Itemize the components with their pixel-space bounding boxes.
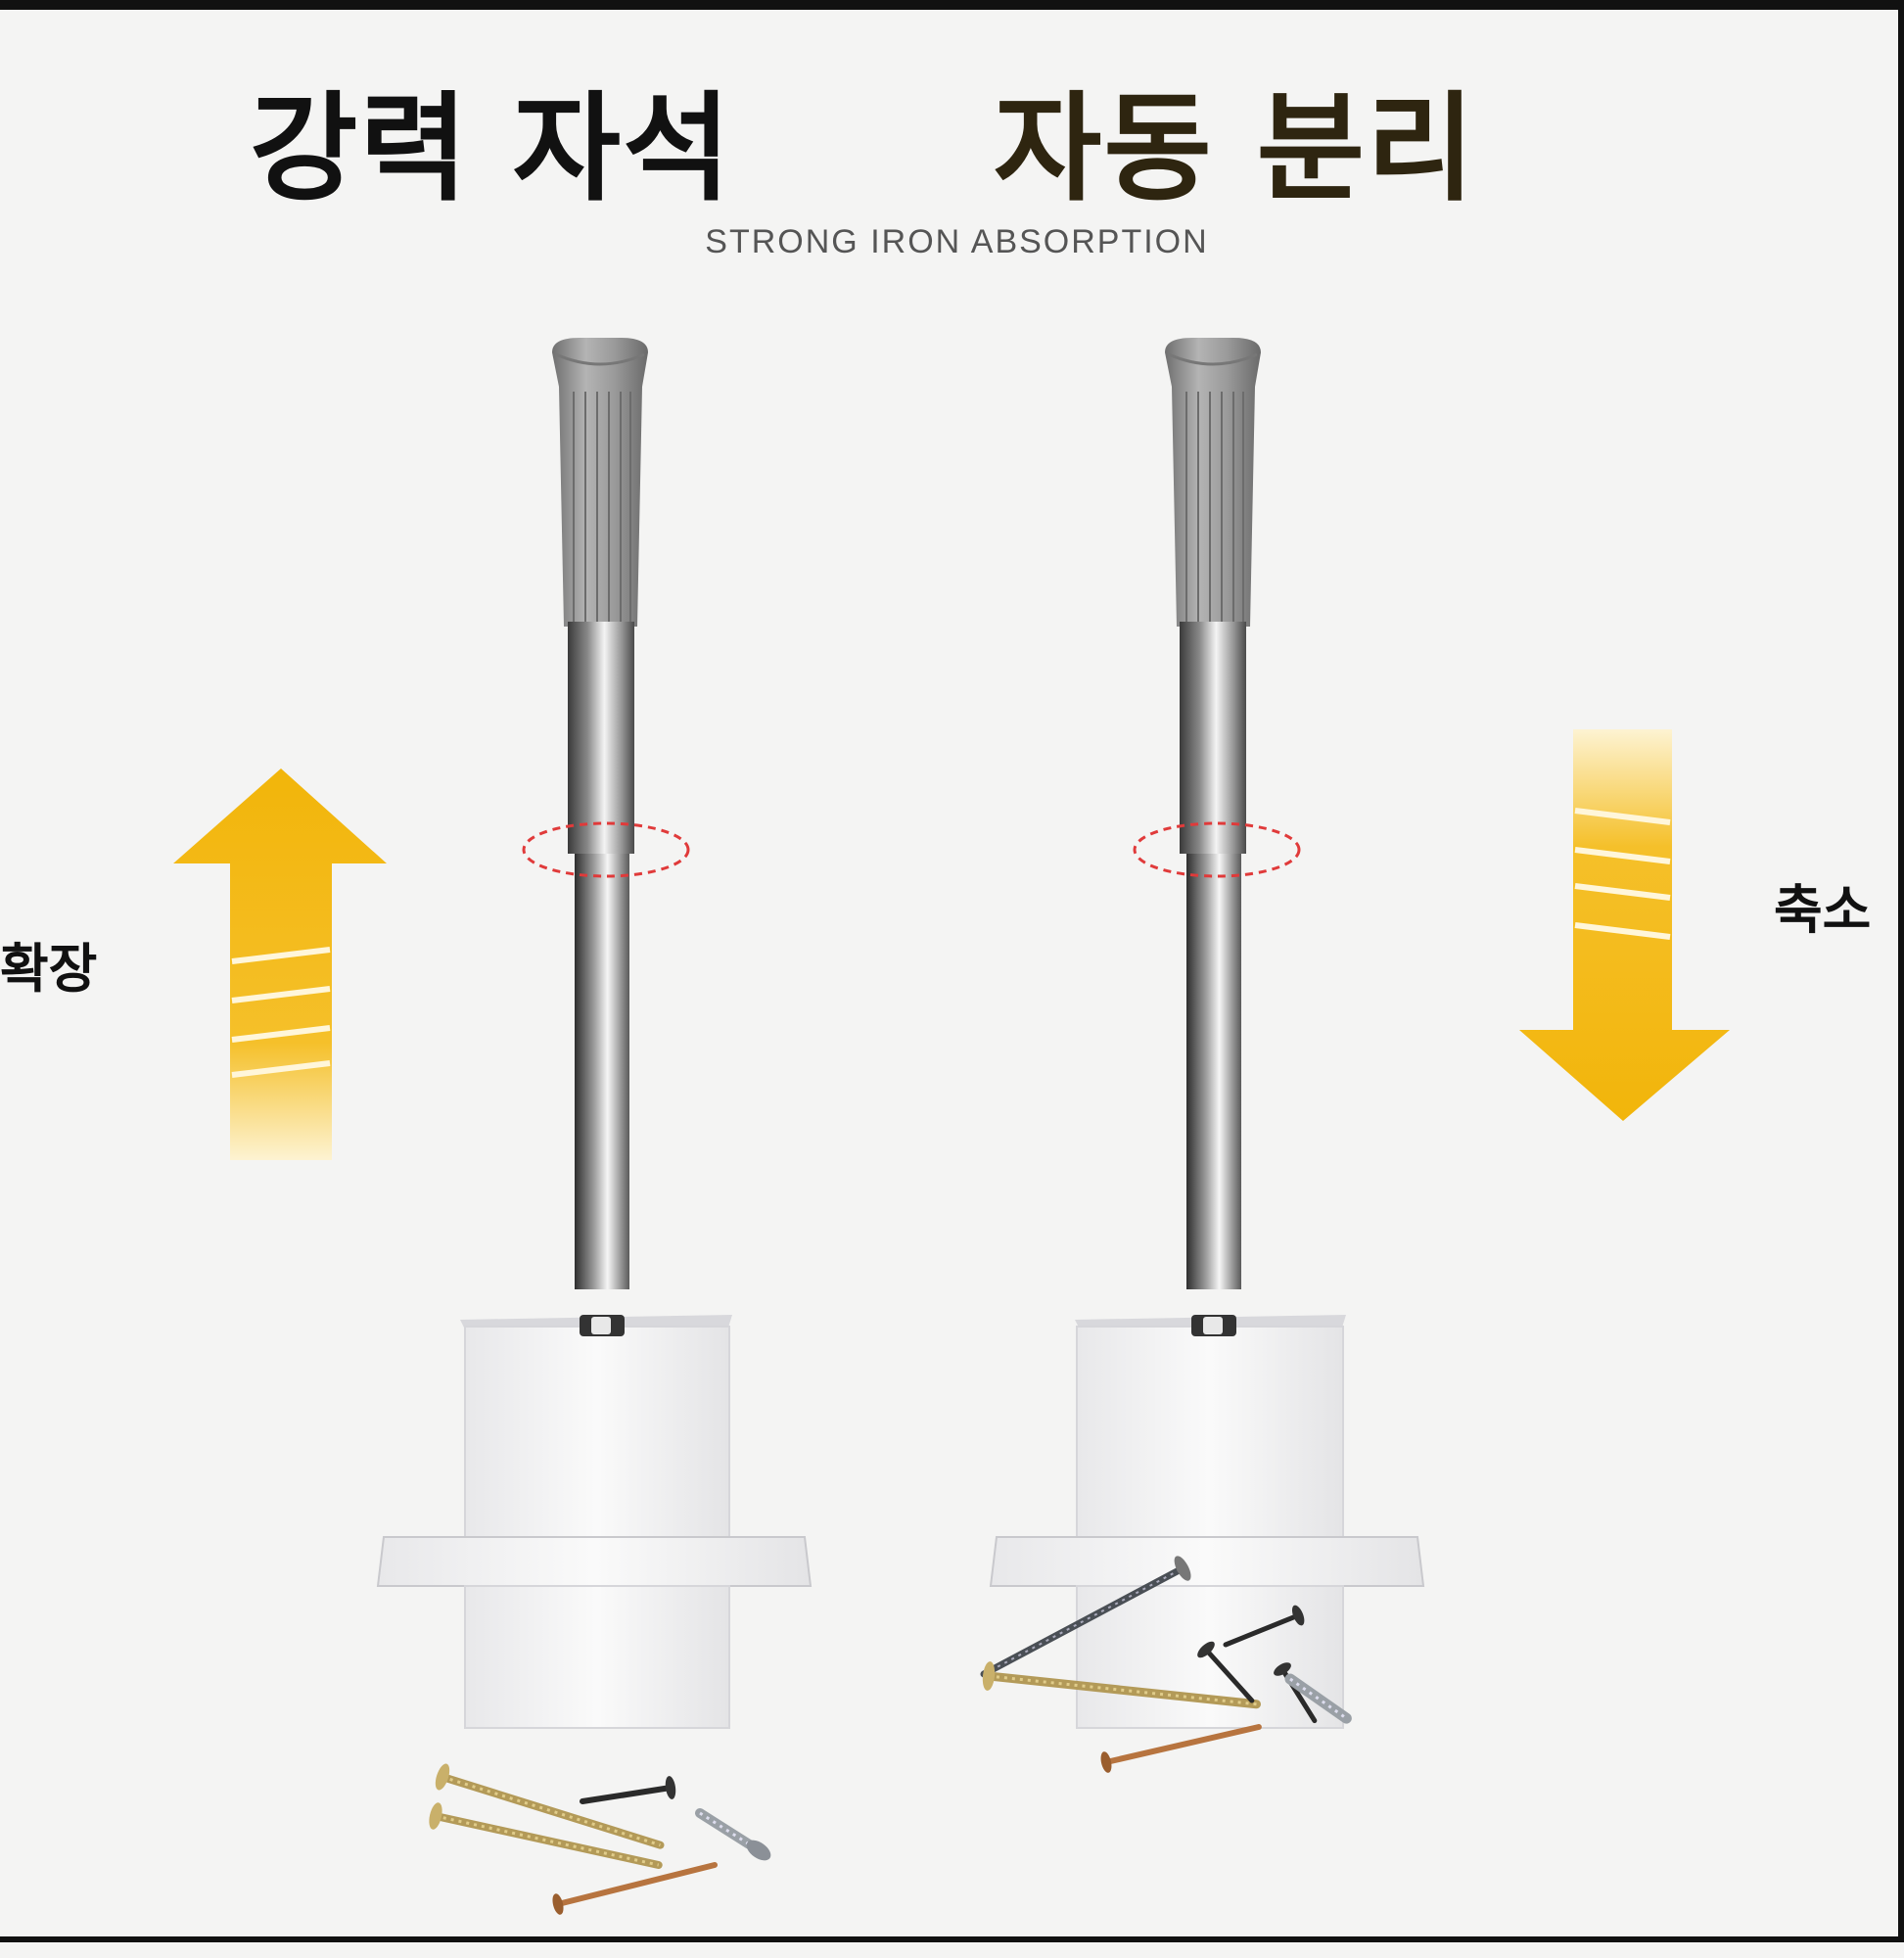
up-arrow-icon (173, 769, 387, 1160)
attached-screws-right (980, 1556, 1352, 1773)
title-strong-magnet: 강력 자석 (250, 81, 733, 217)
outer-tube-right (1180, 622, 1246, 854)
frame-right-border (1898, 0, 1904, 1942)
highlight-ring-left (522, 821, 690, 878)
outer-tube-left (568, 622, 634, 854)
title-auto-release: 자동 분리 (994, 81, 1477, 217)
magnet-tool-extended (376, 336, 813, 1916)
magnet-housing-left (376, 1315, 813, 1729)
inner-rod-left (575, 854, 629, 1289)
down-arrow-icon (1519, 729, 1730, 1121)
frame-top-border (0, 0, 1904, 10)
label-retract: 축소 (1774, 879, 1872, 941)
grip-handle-right (1163, 336, 1263, 629)
magnet-housing-right (989, 1315, 1425, 1729)
fallen-screws-left (426, 1761, 774, 1916)
subtitle: STRONG IRON ABSORPTION (705, 223, 1209, 260)
magnet-tool-retracted (980, 336, 1425, 1773)
label-extend: 확장 (0, 938, 98, 1000)
inner-rod-right (1186, 854, 1241, 1289)
highlight-ring-right (1133, 821, 1301, 878)
grip-handle-left (550, 336, 650, 629)
frame-bottom-border (0, 1936, 1904, 1942)
